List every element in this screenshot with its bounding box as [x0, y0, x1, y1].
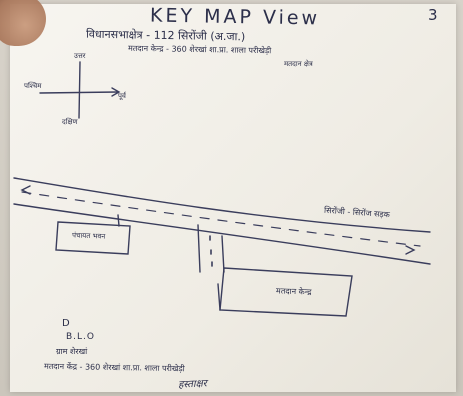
- compass-horizontal-line: [39, 91, 119, 94]
- compass-south-label: दक्षिण: [62, 118, 78, 126]
- lane-dots: [209, 235, 213, 267]
- left-building-label: पंचायत भवन: [71, 231, 106, 241]
- road-arrow-left: [20, 185, 31, 195]
- left-building-outline: [55, 221, 131, 255]
- signature: हस्ताक्षर: [177, 378, 208, 391]
- lane-left-line: [197, 224, 201, 273]
- constituency-line: विधानसभाक्षेत्र - 112 सिरोंजी (अ.जा.): [85, 27, 246, 44]
- right-building-wall: [217, 283, 221, 311]
- right-building-label: मतदान केन्द्र: [275, 286, 312, 297]
- left-building-tick: [117, 214, 120, 227]
- legend-blo: B.L.O: [66, 332, 95, 342]
- compass-west-label: पश्चिम: [24, 82, 42, 90]
- road-upper-edge: [13, 177, 431, 233]
- compass-vertical-line: [78, 61, 81, 119]
- right-building-outline: [219, 267, 353, 317]
- compass-arrow-east: [111, 87, 121, 97]
- page-number: 3: [428, 6, 438, 24]
- legend-village: ग्राम शेरखां: [56, 347, 88, 356]
- paper-sheet: [10, 4, 456, 392]
- lane-right-line: [221, 235, 225, 273]
- polling-area-line: मतदान क्षेत्र: [284, 60, 313, 68]
- road-centre-dashes: [21, 191, 421, 247]
- compass-east-label: पूर्व: [118, 92, 126, 100]
- legend-d: D: [62, 318, 70, 329]
- road-arrow-right: [405, 245, 416, 255]
- compass-north-label: उत्तर: [74, 52, 86, 60]
- page-heading: KEY MAP View: [149, 4, 321, 30]
